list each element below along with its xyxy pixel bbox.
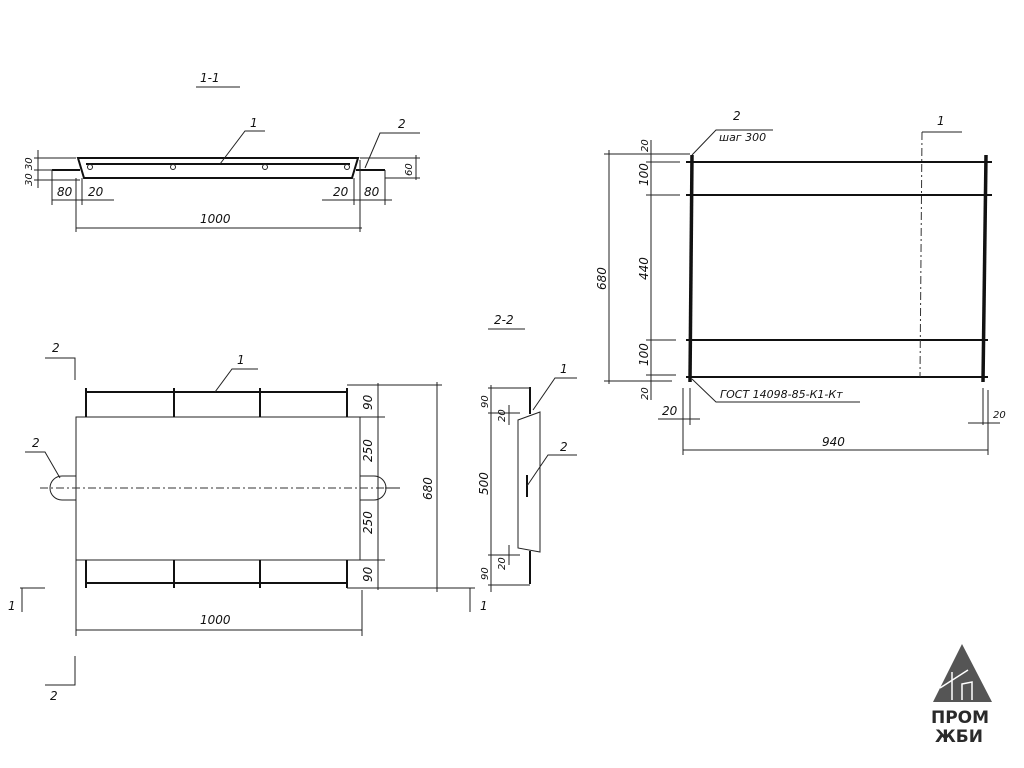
bottom-rebar — [85, 560, 348, 588]
dim-20-top: 20 — [497, 409, 508, 422]
rebar-dots — [87, 164, 350, 170]
callout-leader-1 — [532, 377, 577, 411]
callout-leader-2 — [25, 451, 61, 479]
callout-leader-2 — [691, 129, 773, 156]
slab-profile — [76, 157, 360, 179]
dim-940: 940 — [822, 435, 845, 449]
dim-100-top: 100 — [637, 163, 651, 186]
callout-1: 1 — [250, 116, 258, 130]
cut-1-left: 1 — [8, 599, 16, 613]
section-1-1: 1-1 1 2 80 20 20 80 1000 30 30 60 — [24, 71, 420, 232]
dim-left-80: 80 — [57, 185, 73, 199]
dim-90-bottom: 90 — [480, 567, 491, 580]
standard-note: ГОСТ 14098-85-К1-Кт — [720, 388, 843, 401]
callout-1: 1 — [937, 114, 945, 128]
logo-line-2: ЖБИ — [935, 727, 983, 747]
callout-2: 2 — [32, 436, 40, 450]
dim-90-top: 90 — [361, 394, 375, 410]
dim-440: 440 — [637, 257, 651, 280]
standard-leader — [691, 378, 860, 403]
callout-leader-2 — [526, 454, 577, 487]
dimension-lines — [34, 150, 420, 232]
section-title: 2-2 — [494, 313, 514, 327]
dim-right-20: 20 — [333, 185, 349, 199]
dim-250-bottom: 250 — [361, 511, 375, 534]
cut-2-top: 2 — [52, 341, 60, 355]
dim-250-top: 250 — [361, 439, 375, 462]
transverse-bars — [688, 154, 988, 383]
dimension-lines — [75, 382, 450, 636]
dim-total-1000: 1000 — [200, 212, 231, 226]
dim-height-left: 30 30 — [24, 157, 35, 186]
longitudinal-bars — [686, 161, 992, 378]
section-line — [919, 131, 923, 378]
logo-line-1: ПРОМ — [931, 708, 989, 728]
dim-20-left: 20 — [662, 404, 678, 418]
cut-markers — [20, 357, 475, 686]
cut-2-bottom: 2 — [50, 689, 58, 703]
dim-total-1000: 1000 — [200, 613, 231, 627]
top-rebar — [85, 388, 348, 417]
dim-90-top: 90 — [480, 395, 491, 408]
callout-1: 1 — [560, 362, 568, 376]
cut-1-right: 1 — [480, 599, 488, 613]
callout-1: 1 — [237, 353, 245, 367]
dim-100-bottom: 100 — [637, 343, 651, 366]
dim-left-20: 20 — [88, 185, 104, 199]
dim-total-680: 680 — [421, 477, 435, 500]
section-2-2: 2-2 1 2 90 20 500 90 20 — [477, 313, 577, 592]
callout-2: 2 — [560, 440, 568, 454]
dim-20-bottom: 20 — [497, 557, 508, 570]
slab-section — [517, 411, 541, 553]
dim-20-right: 20 — [993, 410, 1006, 421]
dimension-lines — [488, 385, 530, 592]
dim-680: 680 — [595, 267, 609, 290]
callout-leader-1 — [214, 368, 258, 393]
dim-20-top: 20 — [640, 139, 651, 152]
dim-500: 500 — [477, 472, 491, 495]
callout-2: 2 — [733, 109, 741, 123]
dim-90-bottom: 90 — [361, 566, 375, 582]
plan-view: 1 2 90 250 250 90 680 1000 2 1 2 1 — [8, 341, 488, 703]
company-logo: ПРОМ ЖБИ — [931, 644, 992, 747]
dim-height-right: 60 — [404, 163, 415, 176]
step-note: шаг 300 — [719, 131, 766, 144]
mesh-view: 1 2 шаг 300 ГОСТ 14098-85-К1-Кт 20 100 4… — [595, 109, 1006, 455]
dim-20-bottom: 20 — [640, 387, 651, 400]
callout-leader-1 — [219, 130, 265, 165]
dimension-lines — [604, 140, 1000, 455]
callout-2: 2 — [398, 117, 406, 131]
dim-right-80: 80 — [364, 185, 380, 199]
section-title: 1-1 — [200, 71, 220, 85]
callout-leader-2 — [364, 132, 420, 169]
